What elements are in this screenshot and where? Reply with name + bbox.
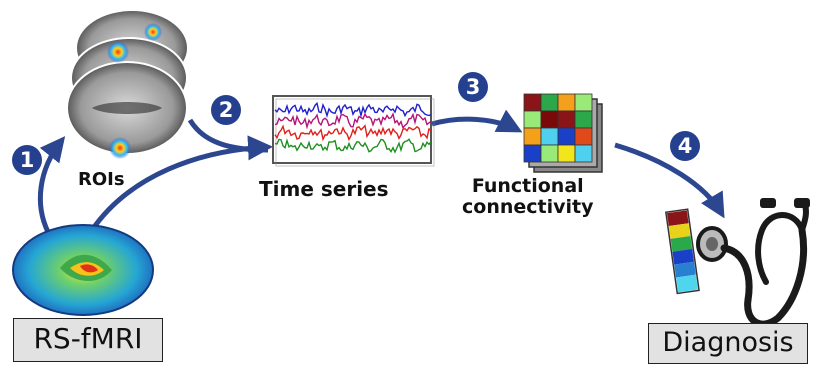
time-series-label: Time series [259, 177, 389, 201]
matrix-cell [557, 93, 576, 112]
stethoscope-icon [696, 198, 810, 328]
matrix-cell [540, 110, 559, 129]
time-series-plot-icon [272, 95, 435, 167]
rois-label: ROIs [78, 169, 125, 190]
step-badge-3: 3 [458, 72, 488, 102]
matrix-cell [557, 110, 576, 129]
matrix-cell [574, 127, 593, 146]
functional-connectivity-line2: connectivity [462, 195, 594, 218]
matrix-cell [540, 93, 559, 112]
matrix-cell [574, 93, 593, 112]
step-number: 3 [465, 75, 481, 99]
matrix-cell [523, 127, 542, 146]
step-number: 2 [218, 98, 234, 122]
step-number: 4 [677, 134, 693, 158]
connectivity-matrix-stack-icon [523, 93, 603, 173]
feature-vector-icon [665, 208, 700, 295]
matrix-cell [523, 93, 542, 112]
roi-brain-slices-icon [66, 9, 189, 159]
arrow-step-2 [187, 118, 269, 153]
arrow-step-1 [37, 136, 66, 234]
step-badge-4: 4 [670, 131, 700, 161]
matrix-cell [557, 144, 576, 163]
matrix-cell [523, 144, 542, 163]
diagnosis-label: Diagnosis [648, 323, 808, 364]
matrix-cell [574, 144, 593, 163]
step-number: 1 [19, 148, 35, 172]
matrix-cell [557, 127, 576, 146]
functional-connectivity-label: Functional connectivity [462, 176, 593, 218]
step-badge-2: 2 [211, 95, 241, 125]
arrow-step-4 [614, 142, 725, 219]
rsfmri-label: RS-fMRI [13, 318, 163, 362]
brain-scan-icon [12, 224, 154, 316]
matrix-cell [540, 144, 559, 163]
matrix-cell [574, 110, 593, 129]
functional-connectivity-line1: Functional [471, 175, 584, 197]
matrix-cell [540, 127, 559, 146]
arrow-step-3 [431, 109, 523, 133]
matrix-cell [523, 110, 542, 129]
step-badge-1: 1 [12, 145, 42, 175]
